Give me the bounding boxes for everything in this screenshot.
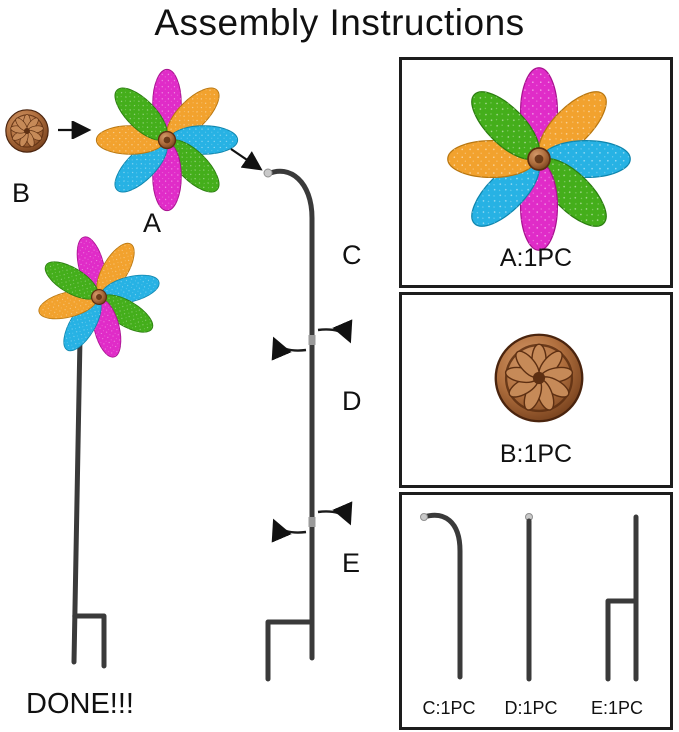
copper-cap-icon (494, 333, 584, 423)
panel-part-a: A:1PC (399, 57, 673, 288)
part-c-count: C:1PC (422, 698, 476, 718)
pole-piece-e (605, 514, 639, 682)
pole-piece-d (525, 513, 533, 682)
part-b-count: B:1PC (499, 440, 573, 468)
assembled-pole (263, 168, 386, 682)
part-d-label: D (342, 386, 362, 416)
page-title: Assembly Instructions (154, 2, 525, 43)
part-e-count: E:1PC (590, 698, 644, 718)
pinwheel-flower-icon (446, 66, 632, 252)
panel-part-b: B:1PC (399, 292, 673, 488)
part-a-count: A:1PC (499, 244, 573, 272)
part-c-label: C (342, 240, 362, 270)
pole-piece-c (420, 512, 463, 680)
pinwheel-flower-icon (95, 68, 239, 212)
part-a-label: A (143, 208, 162, 238)
done-text: DONE!!! (26, 688, 134, 720)
panel-pole-parts: C:1PC D:1PC E:1PC (399, 492, 673, 730)
finished-pinwheel-pole (71, 335, 107, 669)
diagonal-arrow-icon (230, 148, 263, 171)
part-b-label: B (12, 178, 31, 208)
part-e-label: E (342, 548, 361, 578)
right-arrow-icon (58, 121, 92, 139)
part-d-count: D:1PC (504, 698, 558, 718)
copper-cap-icon (5, 109, 49, 153)
